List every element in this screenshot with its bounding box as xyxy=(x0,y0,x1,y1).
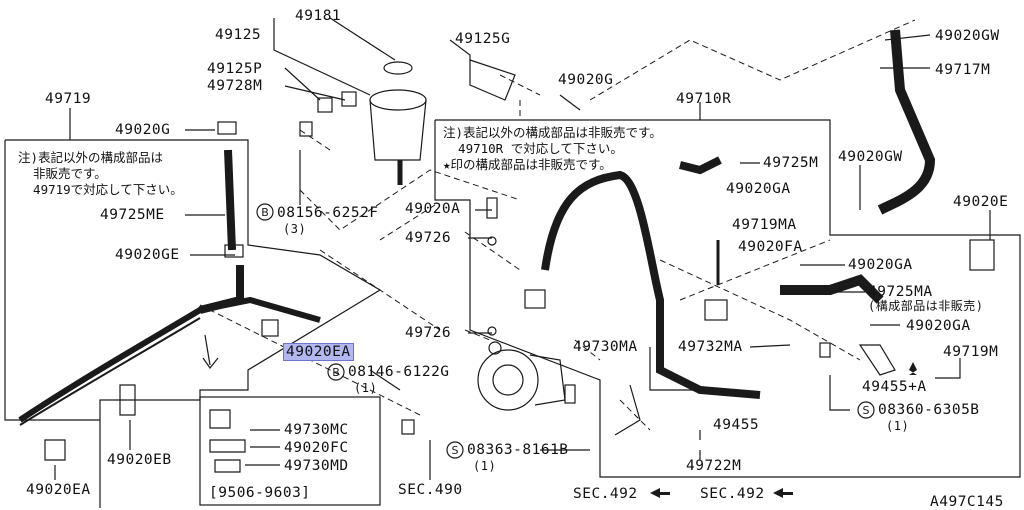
note-right: 注)表記以外の構成部品は非販売です。 49710R で対応して下さい。 ★印の構… xyxy=(443,125,662,172)
label-49020GW-top: 49020GW xyxy=(935,28,1000,44)
label-49730MD: 49730MD xyxy=(284,458,349,474)
label-49728M: 49728M xyxy=(207,78,263,94)
label-49710R: 49710R xyxy=(676,91,732,107)
label-49020GW-mid: 49020GW xyxy=(838,149,903,165)
label-49717M: 49717M xyxy=(935,62,991,78)
hose-49717M xyxy=(877,29,936,215)
diagram-code: A497C145 xyxy=(930,494,1004,510)
bracket-49125G xyxy=(449,39,516,101)
label-08360-qty: (1) xyxy=(886,419,910,433)
label-49020EA: 49020EA xyxy=(26,482,91,498)
label-49020GE: 49020GE xyxy=(115,247,180,263)
label-49020A: 49020A xyxy=(405,201,461,217)
label-49730MA: 49730MA xyxy=(573,339,638,355)
label-08363-qty: (1) xyxy=(473,459,497,473)
label-49722M: 49722M xyxy=(686,458,742,474)
circle-b-letter-1: B xyxy=(261,206,269,219)
label-49125G: 49125G xyxy=(455,31,511,47)
label-49726-b: 49726 xyxy=(405,325,452,341)
label-date-range: [9506-9603] xyxy=(209,485,311,501)
label-49455: 49455 xyxy=(713,417,760,433)
circle-s-2 xyxy=(857,401,875,419)
label-49020GA-b: 49020GA xyxy=(848,257,913,273)
label-49181: 49181 xyxy=(295,8,342,24)
label-49719MA: 49719MA xyxy=(732,217,797,233)
label-49020G-left: 49020G xyxy=(115,122,171,138)
circle-s-letter-1: S xyxy=(452,444,459,457)
label-49719: 49719 xyxy=(45,91,92,107)
circle-b-letter-2: B xyxy=(332,366,340,379)
right-box-outline xyxy=(434,119,1021,478)
power-steering-pump xyxy=(477,349,539,411)
label-49125P: 49125P xyxy=(207,61,263,77)
label-08146-qty: (1) xyxy=(354,381,378,395)
label-49732MA: 49732MA xyxy=(678,339,743,355)
label-sec490[interactable]: SEC.490 xyxy=(398,482,463,498)
label-08363: 08363-8161B xyxy=(467,442,569,458)
label-49020FC: 49020FC xyxy=(284,440,349,456)
reservoir-tank xyxy=(369,99,427,161)
inset-box xyxy=(199,396,381,506)
label-49725M: 49725M xyxy=(763,155,819,171)
note-left: 注)表記以外の構成部品は 非販売です。 49719で対応して下さい。 xyxy=(18,150,183,197)
label-49020GA-c: 49020GA xyxy=(906,318,971,334)
label-sec492-a[interactable]: SEC.492 xyxy=(573,486,638,502)
label-49730MC: 49730MC xyxy=(284,422,349,438)
label-49725MA: 49725MA xyxy=(868,284,933,300)
reservoir-cap xyxy=(383,61,413,75)
label-49020E: 49020E xyxy=(953,194,1009,210)
circle-s-letter-2: S xyxy=(863,404,870,417)
hose-49725ME xyxy=(224,149,236,251)
label-08146: 08146-6122G xyxy=(348,364,450,380)
label-08156-qty: (3) xyxy=(283,222,307,236)
label-08360: 08360-6305B xyxy=(878,402,980,418)
label-49719M: 49719M xyxy=(943,344,999,360)
label-sec492-b[interactable]: SEC.492 xyxy=(700,486,765,502)
circle-b-1 xyxy=(256,203,274,221)
left-box-side xyxy=(4,140,100,421)
left-box-outline xyxy=(5,139,382,508)
label-49020GA-a: 49020GA xyxy=(726,181,791,197)
pressure-hose xyxy=(541,170,761,399)
hose-49725MA xyxy=(780,274,884,304)
label-49725MA-note: (構成部品は非販売) xyxy=(868,299,984,313)
label-49020G-top: 49020G xyxy=(558,72,614,88)
label-49020FA: 49020FA xyxy=(738,239,803,255)
circle-s-1 xyxy=(446,441,464,459)
circle-b-2 xyxy=(327,363,345,381)
label-49726-a: 49726 xyxy=(405,230,452,246)
label-08156: 08156-6252F xyxy=(277,205,379,221)
label-49455A: 49455+A xyxy=(862,379,927,395)
label-49725ME: 49725ME xyxy=(100,207,165,223)
label-49020EA-highlighted[interactable]: 49020EA xyxy=(283,343,354,361)
return-hose xyxy=(18,296,321,423)
label-49125: 49125 xyxy=(215,27,262,43)
reservoir-top xyxy=(369,89,427,111)
label-49020EB: 49020EB xyxy=(107,452,172,468)
